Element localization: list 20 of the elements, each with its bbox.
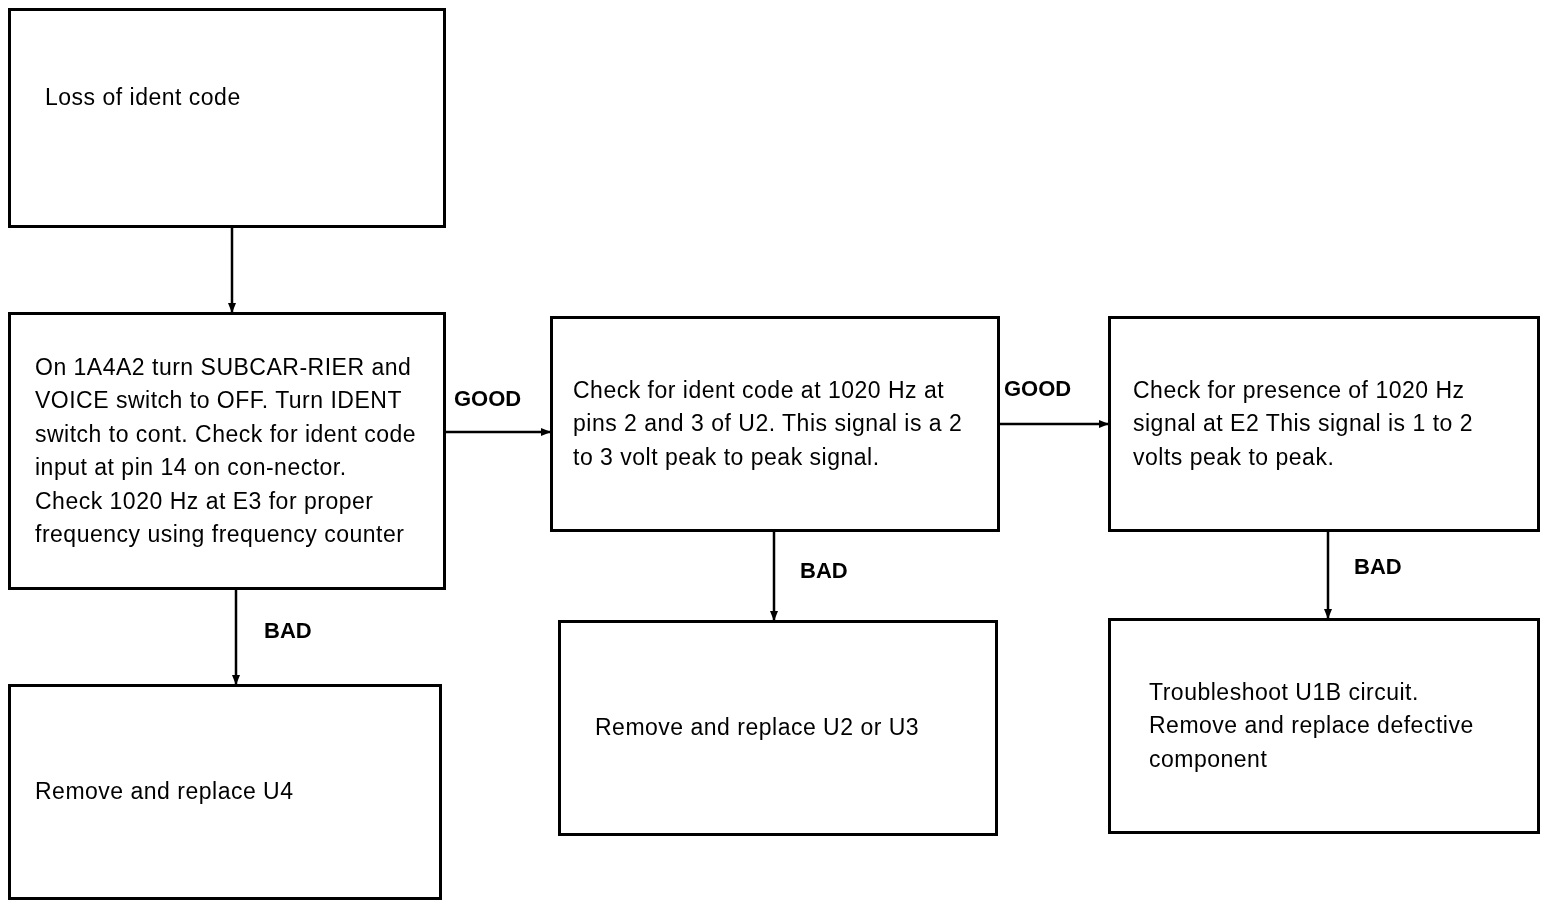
arrow: [446, 428, 551, 436]
step-text: Troubleshoot U1B circuit. Remove and replace defective component: [1149, 677, 1475, 774]
step-text: Remove and replace U4: [35, 777, 295, 807]
step-text: Check for presence of 1020 Hz signal at E2 This signal is 1 to 2 volts peak to peak.: [1133, 375, 1475, 472]
process-box: [550, 316, 1000, 532]
process-box: [1108, 618, 1540, 834]
process-box: [558, 620, 998, 836]
arrow: [232, 590, 240, 685]
step-text: Loss of ident code: [45, 83, 242, 112]
step-text: Remove and replace U2 or U3: [595, 713, 921, 743]
step-text: On 1A4A2 turn SUBCAR-RIER and VOICE switch to OFF. Turn IDENT switch to cont. Check for ident code input at pin 14 on con-nector. Check 1020 Hz at E3 for proper frequency using frequency counter: [35, 352, 418, 549]
arrow: [770, 532, 778, 621]
arrow: [1324, 532, 1332, 619]
step-text: Check for ident code at 1020 Hz at pins 2 and 3 of U2. This signal is a 2 to 3 volt peak to peak signal.: [573, 375, 964, 472]
arrow: [1000, 420, 1109, 428]
process-box: [8, 684, 442, 900]
process-box: [8, 8, 446, 228]
process-box: [8, 312, 446, 590]
process-box: [1108, 316, 1540, 532]
arrow: [228, 228, 236, 313]
